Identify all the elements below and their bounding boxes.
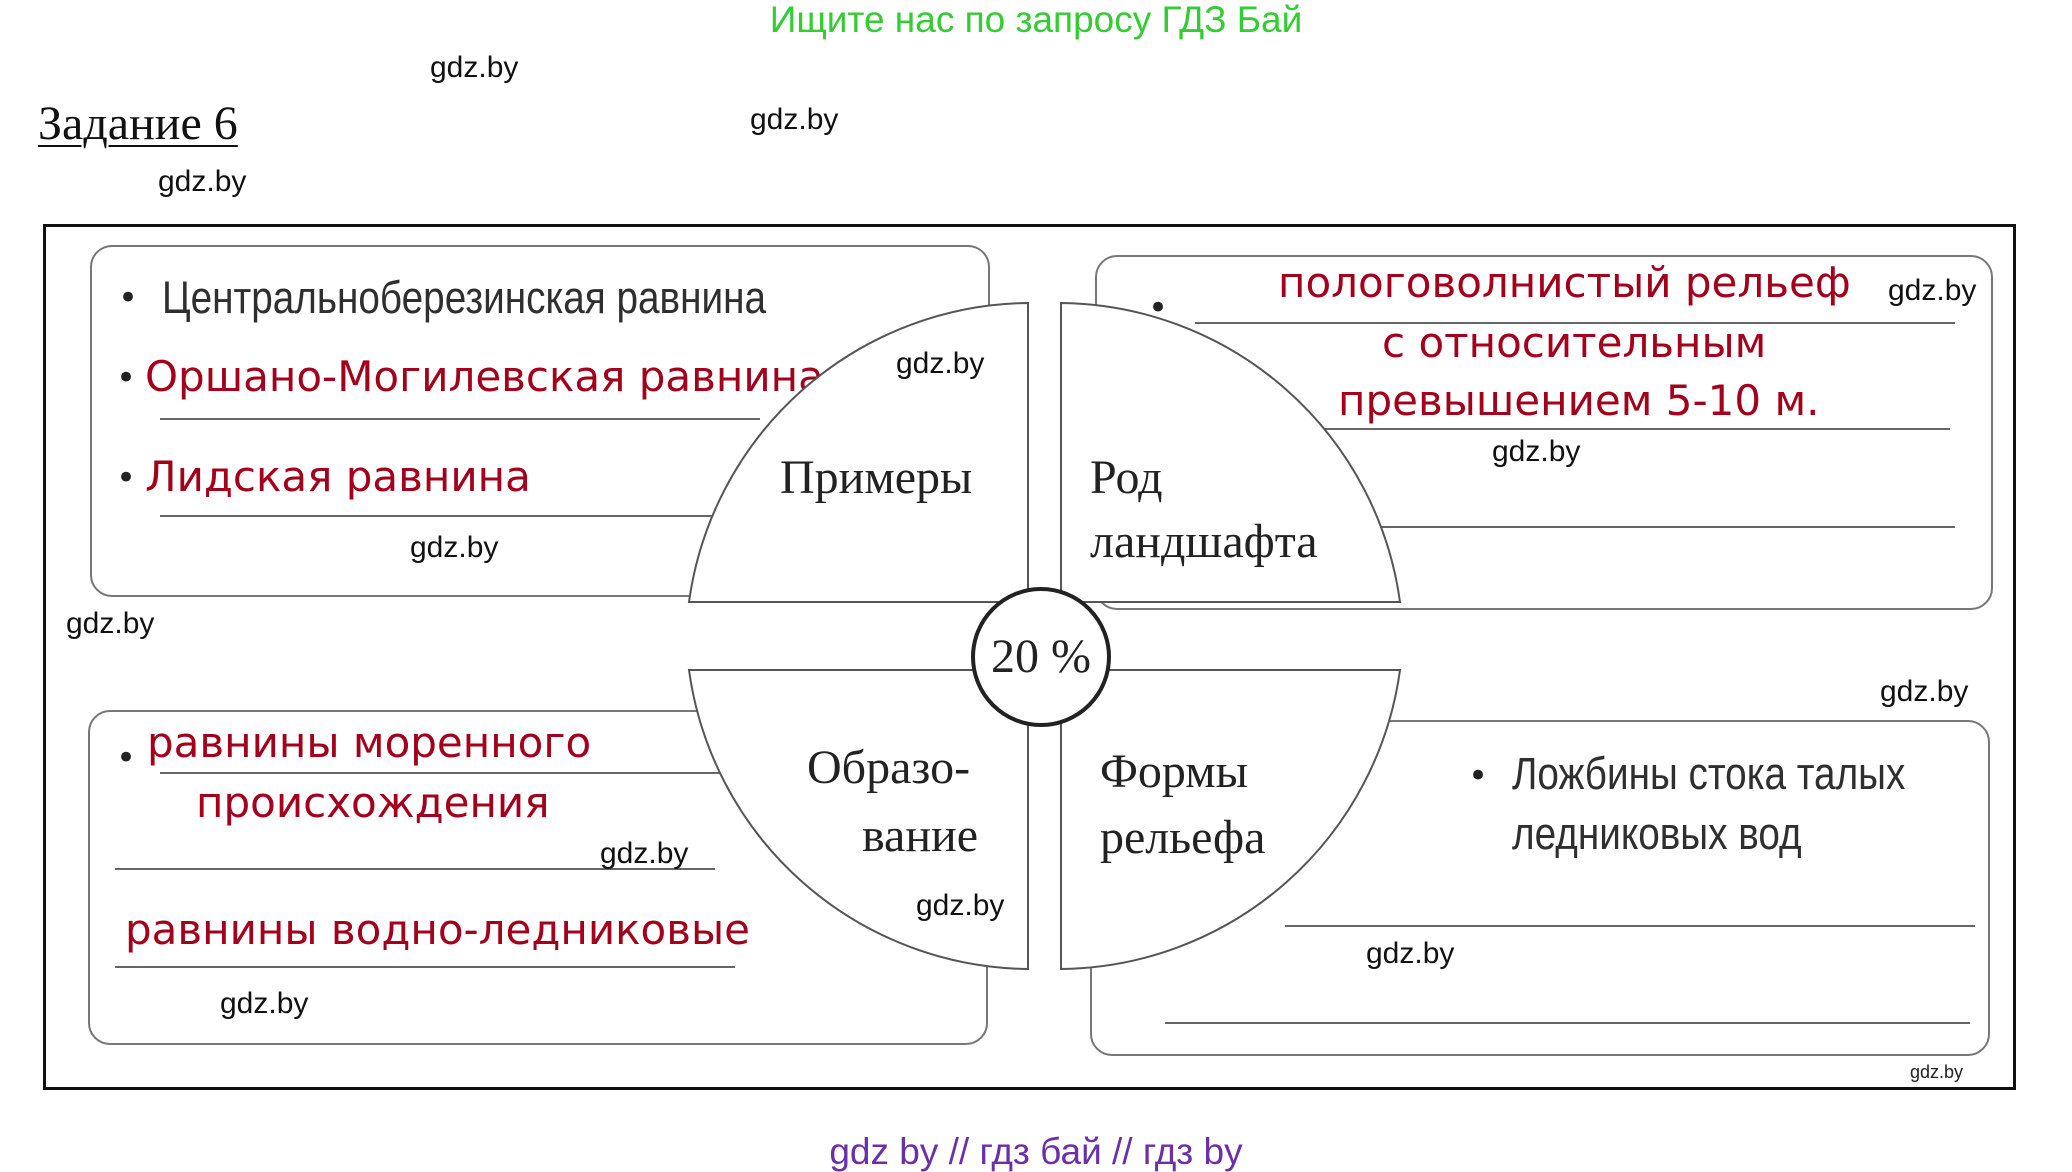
answer-line — [115, 966, 735, 968]
formation-line-2: происхождения — [196, 778, 550, 827]
bullet-icon: • — [1468, 756, 1489, 796]
answer-line — [1195, 322, 1955, 324]
footer-links: gdz by // гдз бай // гдз by — [829, 1131, 1243, 1172]
formation-segment — [687, 669, 1029, 971]
answer-line — [160, 515, 720, 517]
watermark: gdz.by — [220, 987, 309, 1020]
examples-item-3: Лидская равнина — [145, 452, 531, 501]
bullet-icon: • — [116, 458, 137, 498]
answer-line — [160, 418, 760, 420]
center-percent-circle: 20 % — [971, 587, 1111, 727]
examples-segment — [687, 301, 1029, 603]
landscape-segment — [1060, 301, 1402, 603]
search-banner: Ищите нас по запросу ГДЗ Бай — [769, 0, 1303, 40]
watermark: gdz.by — [1366, 937, 1455, 970]
answer-line — [1165, 1022, 1970, 1024]
watermark: gdz.by — [1492, 435, 1581, 468]
segment-landscape-label-1: Род — [1090, 451, 1163, 504]
bullet-icon: • — [116, 738, 137, 778]
relief-line-1: Ложбины стока талых — [1512, 748, 1906, 799]
watermark: gdz.by — [158, 165, 247, 198]
answer-line — [115, 868, 715, 870]
watermark: gdz.by — [1880, 675, 1969, 708]
segment-formation-label-2: вание — [862, 809, 979, 862]
watermark: gdz.by — [600, 837, 689, 870]
watermark-small: gdz.by — [1910, 1062, 1964, 1082]
watermark: gdz.by — [430, 51, 519, 84]
bullet-icon: • — [118, 278, 139, 318]
relief-segment — [1060, 669, 1402, 971]
segment-landscape-label-2: ландшафта — [1090, 515, 1318, 568]
watermark: gdz.by — [916, 889, 1005, 922]
segment-relief-label-2: рельефа — [1100, 811, 1266, 864]
relief-line-2: ледниковых вод — [1512, 808, 1802, 859]
watermark: gdz.by — [66, 607, 155, 640]
answer-line — [1310, 428, 1950, 430]
watermark: gdz.by — [410, 531, 499, 564]
examples-item-2: Оршано-Могилевская равнина — [145, 352, 824, 401]
landscape-line-2: с относительным — [1382, 318, 1767, 367]
segment-relief-label-1: Формы — [1100, 745, 1248, 798]
watermark: gdz.by — [896, 347, 985, 380]
landscape-line-1: пологоволнистый рельеф — [1278, 258, 1851, 307]
center-percent: 20 % — [991, 630, 1091, 683]
formation-line-3: равнины водно-ледниковые — [125, 905, 750, 954]
answer-line — [1310, 526, 1955, 528]
answer-line — [1285, 925, 1975, 927]
segment-examples-label: Примеры — [780, 451, 973, 504]
watermark: gdz.by — [1888, 274, 1977, 307]
watermark: gdz.by — [750, 103, 839, 136]
landscape-line-3: превышением 5-10 м. — [1338, 376, 1820, 425]
bullet-icon: • — [116, 358, 137, 398]
examples-item-1: Центральноберезинская равнина — [162, 272, 766, 323]
formation-line-1: равнины моренного — [147, 718, 592, 767]
segment-formation-label-1: Образо- — [807, 741, 971, 794]
answer-line — [160, 772, 720, 774]
task-title: Задание 6 — [38, 97, 238, 150]
